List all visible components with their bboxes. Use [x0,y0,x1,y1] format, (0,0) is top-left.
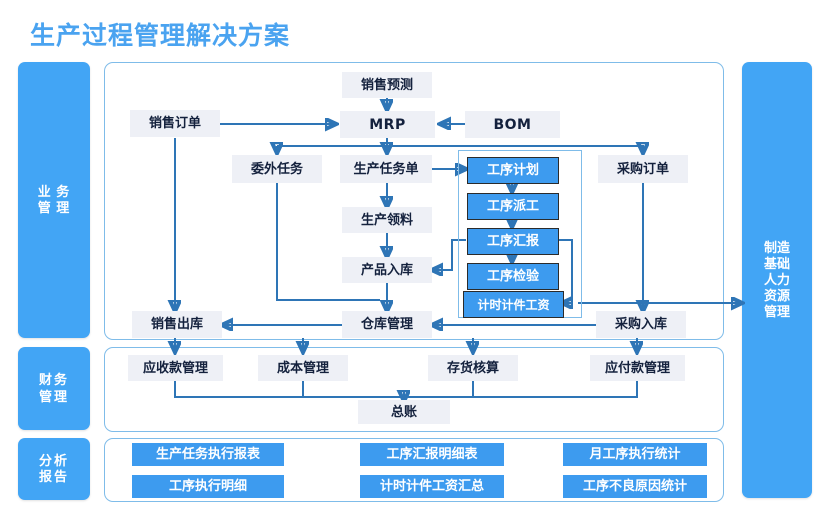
node-warehouse-mgmt[interactable]: 仓库管理 [342,311,432,338]
node-prod-task-exec-report[interactable]: 生产任务执行报表 [132,443,284,466]
node-ar-mgmt[interactable]: 应收款管理 [128,355,223,381]
node-production-order[interactable]: 生产任务单 [340,155,432,183]
node-process-dispatch[interactable]: 工序派工 [467,193,559,220]
rail-manufacturing-base: 制造基础人力资源管理 [742,62,812,498]
node-purchase-order[interactable]: 采购订单 [598,155,688,183]
rail-business: 业 务管 理 [18,62,90,338]
node-inventory-acct[interactable]: 存货核算 [428,355,518,381]
node-product-in[interactable]: 产品入库 [342,257,432,283]
node-sales-out[interactable]: 销售出库 [132,311,222,338]
node-process-exec-detail[interactable]: 工序执行明细 [132,475,284,498]
rail-finance-label: 财务管理 [38,372,69,404]
node-process-inspect[interactable]: 工序检验 [467,263,559,290]
node-sales-forecast[interactable]: 销售预测 [342,72,432,98]
rail-analysis: 分析报告 [18,438,90,500]
rail-manufacturing-base-label: 制造基础人力资源管理 [763,240,790,319]
panel-business [104,62,724,340]
rail-business-label: 业 务管 理 [37,183,71,215]
node-piece-wage-summary[interactable]: 计时计件工资汇总 [360,475,504,498]
node-defect-reason-stat[interactable]: 工序不良原因统计 [563,475,707,498]
node-outsource-task[interactable]: 委外任务 [232,155,322,183]
rail-finance: 财务管理 [18,347,90,430]
node-monthly-process-stat[interactable]: 月工序执行统计 [563,443,707,466]
rail-analysis-label: 分析报告 [38,452,69,484]
node-piece-wage[interactable]: 计时计件工资 [463,291,564,318]
node-purchase-in[interactable]: 采购入库 [596,311,686,338]
page-title: 生产过程管理解决方案 [30,21,291,50]
node-mrp[interactable]: MRP [340,111,435,138]
node-material-issue[interactable]: 生产领料 [342,207,432,233]
node-process-report-detail[interactable]: 工序汇报明细表 [360,443,504,466]
node-process-report[interactable]: 工序汇报 [467,228,559,255]
node-sales-order[interactable]: 销售订单 [130,110,220,137]
node-process-plan[interactable]: 工序计划 [467,157,559,184]
node-cost-mgmt[interactable]: 成本管理 [258,355,348,381]
node-bom[interactable]: BOM [465,111,560,138]
node-general-ledger[interactable]: 总账 [358,400,450,424]
node-ap-mgmt[interactable]: 应付款管理 [590,355,685,381]
